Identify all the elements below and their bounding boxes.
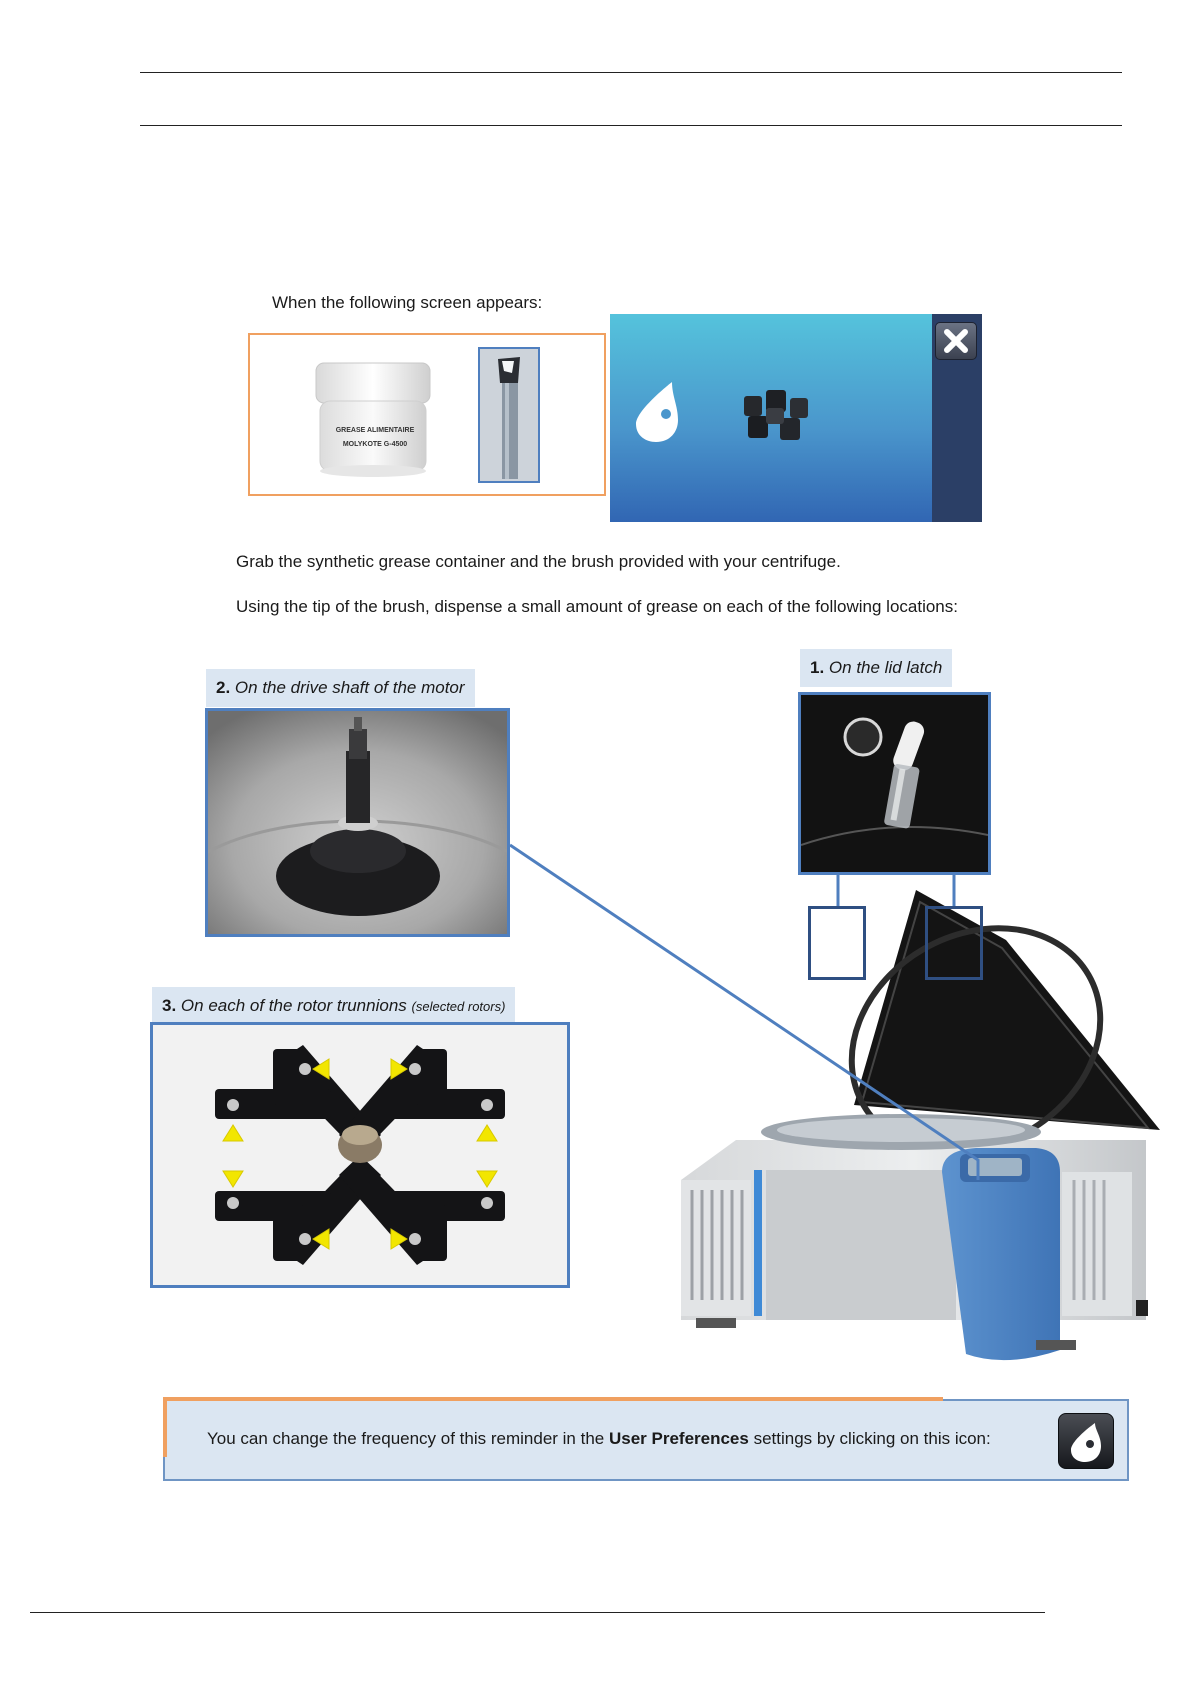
grease-jar-label-line2: MOLYKOTE G-4500 — [342, 441, 408, 448]
reminder-text-emphasis: User Preferences — [608, 1429, 749, 1448]
grease-jar-image: GREASE ALIMENTAIRE MOLYKOTE G-4500 — [308, 357, 440, 477]
drive-shaft-photo — [205, 708, 510, 937]
rotor-icon — [736, 386, 816, 446]
reminder-banner: You can change the frequency of this rem… — [163, 1397, 1129, 1481]
location-label-1: 1. On the lid latch — [800, 649, 953, 687]
footer-rule — [30, 1612, 1045, 1613]
grease-drop-icon — [632, 380, 682, 444]
location-number-1: 1. — [810, 658, 825, 677]
location-text-2: On the drive shaft of the motor — [234, 678, 465, 697]
brush-image — [478, 347, 540, 483]
settings-drop-icon[interactable] — [1058, 1413, 1114, 1469]
lid-latch-photo — [798, 692, 991, 875]
location-number-3: 3. — [162, 996, 177, 1015]
location-label-2: 2. On the drive shaft of the motor — [206, 669, 475, 707]
location-number-2: 2. — [216, 678, 231, 697]
warning-arrow-icon — [222, 1058, 498, 1250]
reminder-text-before: You can change the frequency of this rem… — [207, 1429, 609, 1448]
reminder-accent-left — [163, 1397, 167, 1457]
centrifuge-image — [676, 880, 1176, 1380]
location-text-3: On each of the rotor trunnions — [180, 996, 407, 1015]
rotor-trunnions-photo — [150, 1022, 570, 1288]
instruction-screen-appears: When the following screen appears: — [272, 293, 543, 312]
header-rule-top — [140, 72, 1122, 73]
location-note-3: (selected rotors) — [411, 999, 506, 1014]
reminder-text: You can change the frequency of this rem… — [207, 1429, 991, 1449]
reminder-text-after: settings by clicking on this icon: — [748, 1429, 991, 1448]
centrifuge-screen — [610, 314, 982, 522]
header-rule-bottom — [140, 125, 1122, 126]
supplies-panel: GREASE ALIMENTAIRE MOLYKOTE G-4500 — [248, 333, 606, 496]
grease-jar-label-line1: GREASE ALIMENTAIRE — [335, 427, 415, 434]
location-text-1: On the lid latch — [828, 658, 943, 677]
latch-callout-left — [808, 906, 866, 980]
location-label-3: 3. On each of the rotor trunnions (selec… — [152, 987, 516, 1025]
instruction-grab: Grab the synthetic grease container and … — [236, 552, 841, 571]
reminder-accent-top — [163, 1397, 943, 1401]
instruction-dispense: Using the tip of the brush, dispense a s… — [236, 597, 958, 616]
latch-callout-right — [925, 906, 983, 980]
close-icon[interactable] — [935, 322, 977, 360]
